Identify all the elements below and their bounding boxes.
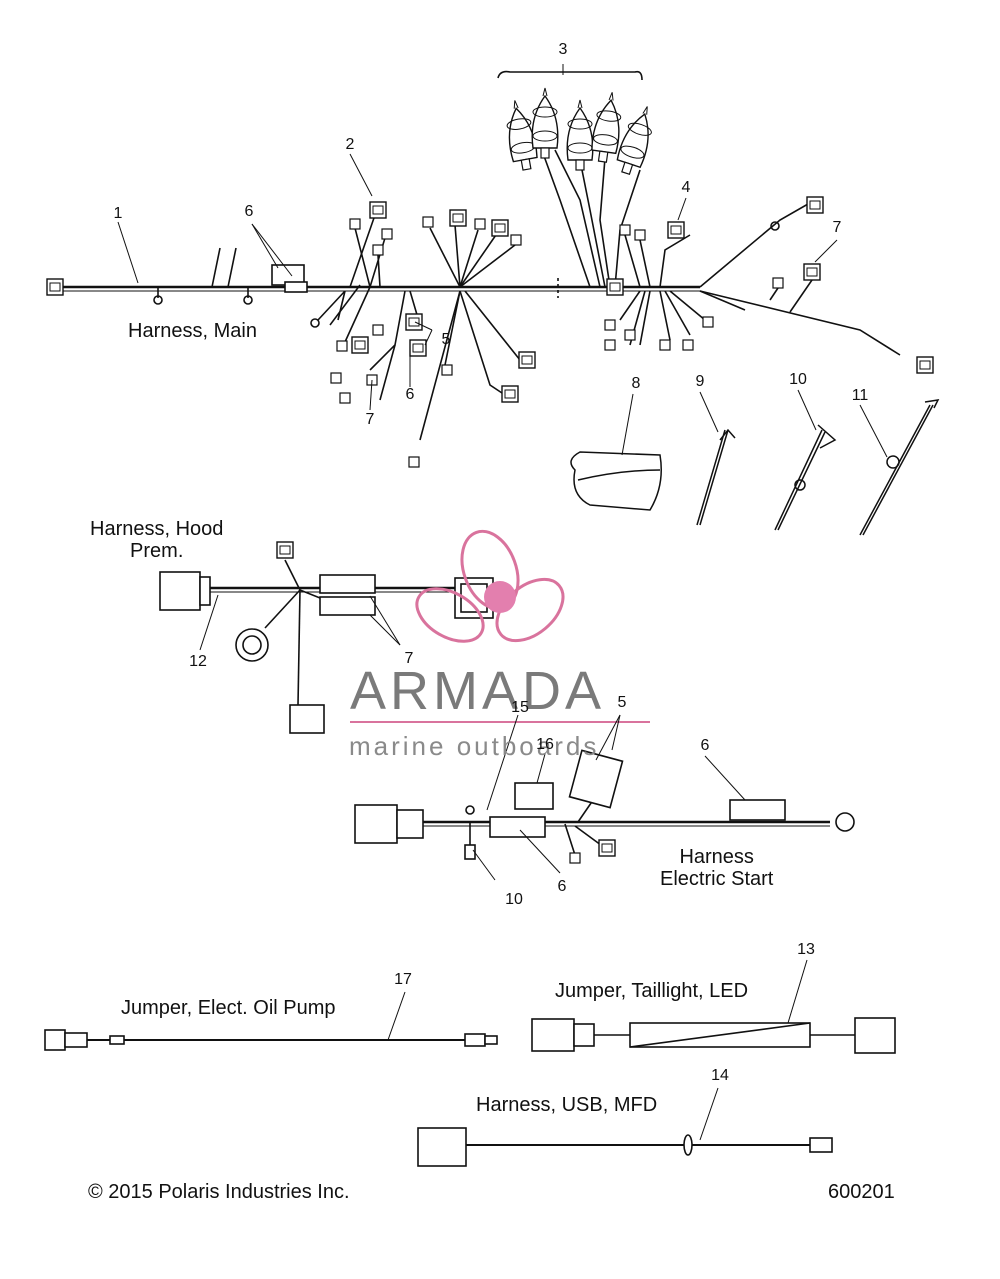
callout-12: 12 xyxy=(189,653,207,670)
callout-6-main: 6 xyxy=(244,203,254,220)
label-harness-main: Harness, Main xyxy=(128,320,257,342)
armada-logo-icon xyxy=(350,529,650,723)
callout-7-main-right: 7 xyxy=(832,219,842,236)
parts-8-to-11-drawing xyxy=(570,399,940,536)
harness-hood-drawing xyxy=(159,541,494,734)
copyright-text: © 2015 Polaris Industries Inc. xyxy=(88,1181,350,1203)
callout-15: 15 xyxy=(511,699,529,716)
callout-2: 2 xyxy=(345,136,355,153)
label-jumper-taillight: Jumper, Taillight, LED xyxy=(555,980,749,1002)
callout-6-electric-start-right: 6 xyxy=(700,737,710,754)
callout-4: 4 xyxy=(681,179,691,196)
label-harness-es-line2: Electric Start xyxy=(660,868,774,890)
callout-7-main-left: 7 xyxy=(365,411,375,428)
callout-3: 3 xyxy=(558,41,568,58)
callout-10-electric-start: 10 xyxy=(505,891,523,908)
callout-14: 14 xyxy=(711,1067,729,1084)
label-harness-hood-line2: Prem. xyxy=(130,540,184,562)
leader-lines xyxy=(117,64,888,1141)
callout-13: 13 xyxy=(797,941,815,958)
callout-5-electric-start: 5 xyxy=(617,694,627,711)
callout-16: 16 xyxy=(536,736,554,753)
jumpers-drawing xyxy=(44,1017,896,1167)
label-harness-electric-start: Harness Electric Start xyxy=(660,846,773,890)
callout-11: 11 xyxy=(851,387,869,404)
callout-9: 9 xyxy=(695,373,705,390)
label-harness-usb: Harness, USB, MFD xyxy=(476,1094,658,1116)
harness-electric-start-drawing xyxy=(354,749,855,864)
callout-10-main: 10 xyxy=(789,371,807,388)
watermark-title: ARMADA xyxy=(350,661,606,721)
label-harness-hood-line1: Harness, Hood xyxy=(90,518,224,540)
harness-main-drawing xyxy=(46,70,934,468)
label-harness-es-line1: Harness xyxy=(679,846,754,868)
callout-5-main: 5 xyxy=(441,331,451,348)
callout-8: 8 xyxy=(631,375,641,392)
label-jumper-oil-pump: Jumper, Elect. Oil Pump xyxy=(121,997,336,1019)
callout-6-main-lower: 6 xyxy=(405,386,415,403)
callout-1: 1 xyxy=(113,205,123,222)
diagram-id: 600201 xyxy=(828,1181,895,1203)
callout-7-hood: 7 xyxy=(404,650,414,667)
callout-6-electric-start-left: 6 xyxy=(557,878,567,895)
callout-17: 17 xyxy=(394,971,412,988)
watermark-subtitle: marine outboards xyxy=(349,731,600,761)
label-harness-hood: Harness, Hood Prem. xyxy=(90,518,223,562)
